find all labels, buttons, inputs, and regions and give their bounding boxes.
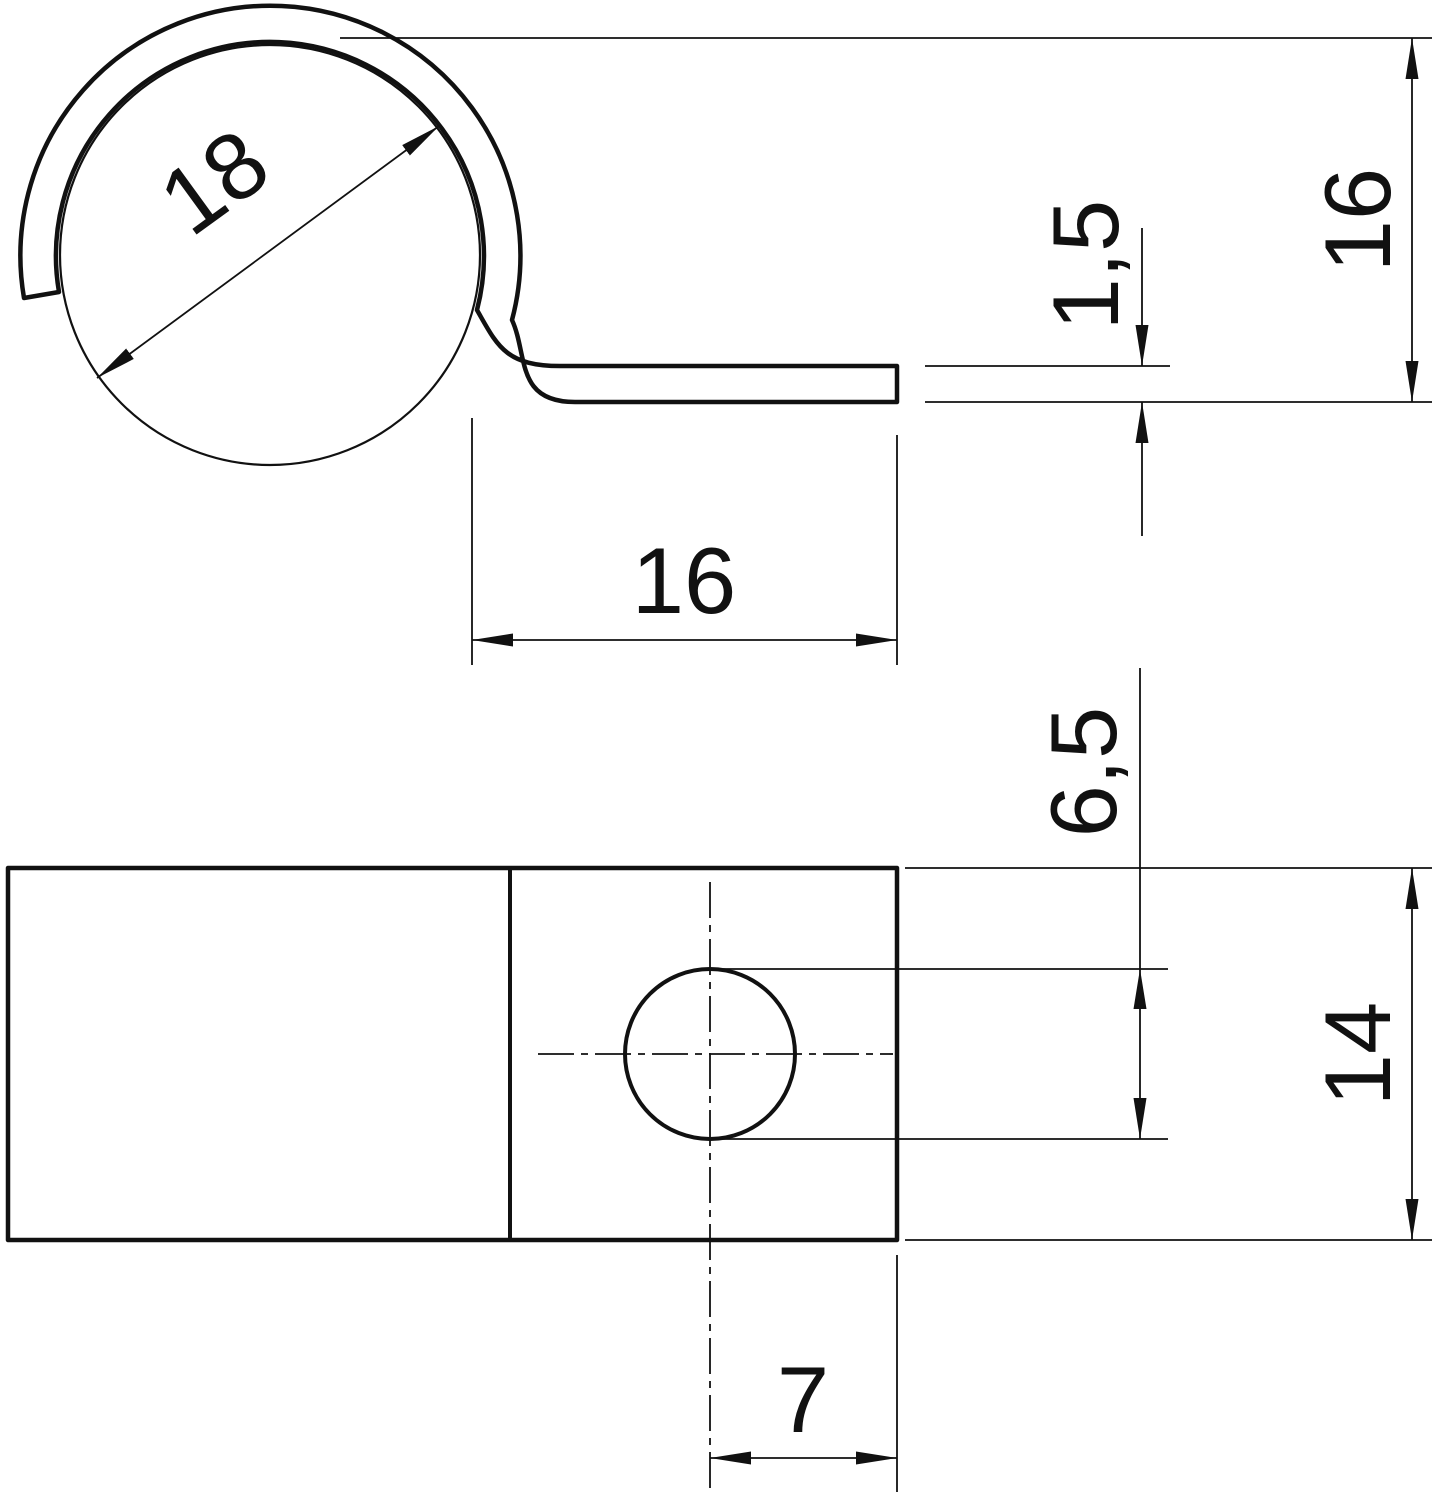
plate-outline bbox=[5, 865, 900, 1243]
mounting-hole bbox=[623, 967, 797, 1141]
clamp-profile bbox=[18, 3, 900, 405]
dim-text-thickness: 1,5 bbox=[1033, 200, 1138, 331]
dim-arrow-hole-65-up bbox=[1133, 969, 1147, 1009]
dimension-material-thickness: 1,5 bbox=[1033, 200, 1149, 536]
dimension-hole-to-edge: 7 bbox=[710, 1347, 897, 1465]
dimension-hole-diameter: 6,5 bbox=[1031, 668, 1147, 1139]
cable-circle bbox=[58, 43, 482, 467]
dim-text-height-16: 16 bbox=[1305, 168, 1410, 273]
dimension-flange-length: 16 bbox=[472, 528, 897, 647]
dim-text-flange-16: 16 bbox=[632, 528, 737, 633]
top-view bbox=[5, 865, 900, 1492]
top-view-extension-lines bbox=[718, 867, 1432, 1492]
dim-line-diameter-18 bbox=[96, 125, 440, 379]
dimension-overall-height: 16 bbox=[1305, 38, 1419, 402]
side-view bbox=[18, 3, 900, 467]
dim-text-width-14: 14 bbox=[1305, 1002, 1410, 1107]
dimension-clamp-inner-diameter: 18 bbox=[96, 109, 440, 379]
dimension-plate-width: 14 bbox=[1305, 868, 1419, 1240]
dim-text-hole-65: 6,5 bbox=[1031, 707, 1136, 838]
dim-text-edge-7: 7 bbox=[777, 1347, 829, 1452]
dim-text-diameter-18: 18 bbox=[141, 109, 287, 255]
side-view-extension-lines bbox=[340, 37, 1432, 665]
